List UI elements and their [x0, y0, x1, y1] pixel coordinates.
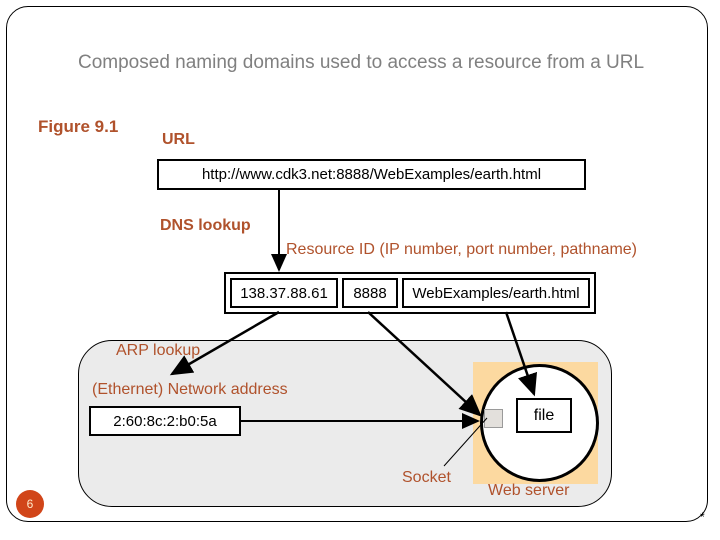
ethernet-address-value: 2:60:8c:2:b0:5a	[113, 412, 217, 430]
file-label: file	[533, 406, 555, 424]
ethernet-address-box: 2:60:8c:2:b0:5a	[89, 406, 241, 436]
label-web-server: Web server	[488, 482, 570, 499]
socket-icon	[484, 409, 503, 428]
corner-asterisk: *	[700, 510, 705, 524]
resource-cell-pathname: WebExamples/earth.html	[402, 278, 590, 308]
port-number-value: 8888	[353, 284, 387, 302]
pathname-value: WebExamples/earth.html	[412, 284, 580, 302]
label-dns-lookup: DNS lookup	[160, 217, 251, 234]
label-socket: Socket	[402, 469, 451, 486]
resource-id-box: 138.37.88.61 8888 WebExamples/earth.html	[224, 272, 596, 314]
resource-cell-ip: 138.37.88.61	[230, 278, 338, 308]
figure-label: Figure 9.1	[38, 117, 119, 136]
url-value: http://www.cdk3.net:8888/WebExamples/ear…	[201, 166, 542, 183]
label-resource-id: Resource ID (IP number, port number, pat…	[286, 241, 637, 258]
label-network-address: (Ethernet) Network address	[92, 381, 288, 398]
page-number-badge: 6	[16, 490, 44, 518]
resource-cell-port: 8888	[342, 278, 398, 308]
label-url: URL	[162, 131, 195, 148]
url-box: http://www.cdk3.net:8888/WebExamples/ear…	[157, 159, 586, 190]
label-arp-lookup: ARP lookup	[116, 342, 201, 359]
ip-number-value: 138.37.88.61	[240, 284, 328, 302]
file-box: file	[516, 398, 572, 433]
page-title: Composed naming domains used to access a…	[78, 52, 645, 73]
